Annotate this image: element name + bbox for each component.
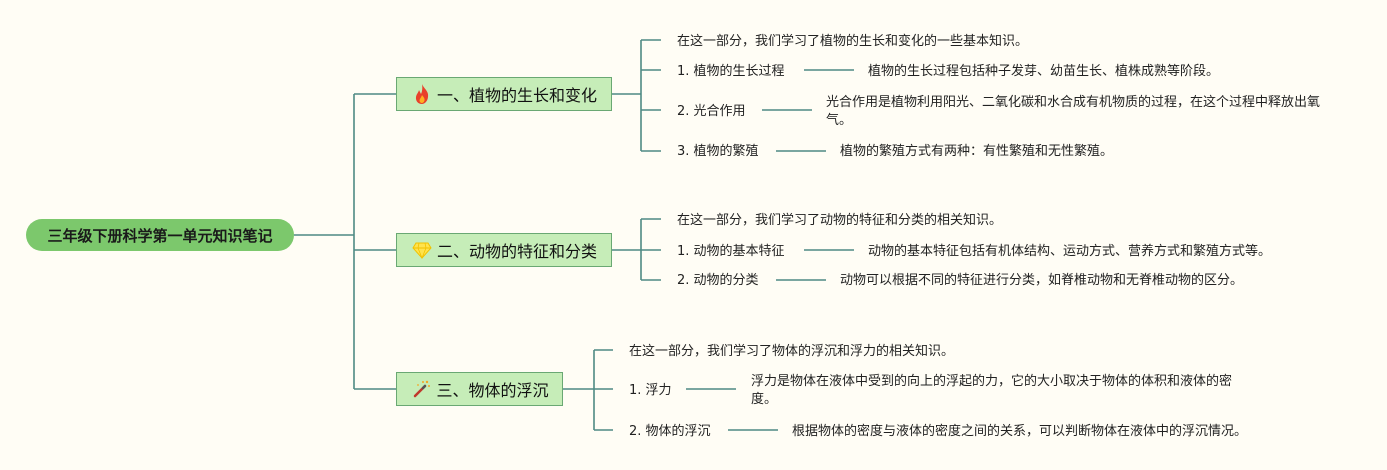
branch-plant-growth[interactable]: 一、植物的生长和变化 (396, 77, 612, 111)
branch-floating-sinking[interactable]: 三、物体的浮沉 (396, 372, 563, 406)
intro-text: 在这一部分，我们学习了物体的浮沉和浮力的相关知识。 (629, 344, 955, 359)
topic-description: 动物的基本特征包括有机体结构、运动方式、营养方式和繁殖方式等。 (868, 244, 1272, 259)
diamond-icon (411, 239, 433, 261)
topic-label[interactable]: 3. 植物的繁殖 (677, 144, 759, 159)
topic-label[interactable]: 1. 浮力 (629, 383, 672, 398)
intro-text: 在这一部分，我们学习了动物的特征和分类的相关知识。 (677, 213, 1003, 228)
topic-label[interactable]: 1. 动物的基本特征 (677, 244, 785, 259)
topic-description: 植物的生长过程包括种子发芽、幼苗生长、植株成熟等阶段。 (868, 64, 1220, 79)
topic-label[interactable]: 1. 植物的生长过程 (677, 64, 785, 79)
branch-animal-features[interactable]: 二、动物的特征和分类 (396, 233, 612, 267)
branch-title: 一、植物的生长和变化 (436, 86, 597, 105)
topic-label[interactable]: 2. 物体的浮沉 (629, 424, 711, 439)
topic-description: 植物的繁殖方式有两种：有性繁殖和无性繁殖。 (840, 144, 1114, 159)
fire-icon (411, 83, 433, 105)
topic-label[interactable]: 2. 光合作用 (677, 104, 746, 119)
topic-description: 光合作用是植物利用阳光、二氧化碳和水合成有机物质的过程，在这个过程中释放出氧气。 (826, 95, 1321, 128)
topic-label[interactable]: 2. 动物的分类 (677, 273, 759, 288)
intro-text: 在这一部分，我们学习了植物的生长和变化的一些基本知识。 (677, 34, 1029, 49)
topic-description: 浮力是物体在液体中受到的向上的浮起的力，它的大小取决于物体的体积和液体的密度。 (751, 374, 1233, 407)
branch-title: 二、动物的特征和分类 (436, 242, 597, 261)
topic-description: 动物可以根据不同的特征进行分类，如脊椎动物和无脊椎动物的区分。 (840, 273, 1244, 288)
magic-wand-icon (410, 378, 432, 400)
root-node[interactable]: 三年级下册科学第一单元知识笔记 (26, 219, 294, 251)
branch-title: 三、物体的浮沉 (436, 381, 549, 400)
root-title: 三年级下册科学第一单元知识笔记 (47, 226, 273, 245)
topic-description: 根据物体的密度与液体的密度之间的关系，可以判断物体在液体中的浮沉情况。 (792, 424, 1248, 439)
